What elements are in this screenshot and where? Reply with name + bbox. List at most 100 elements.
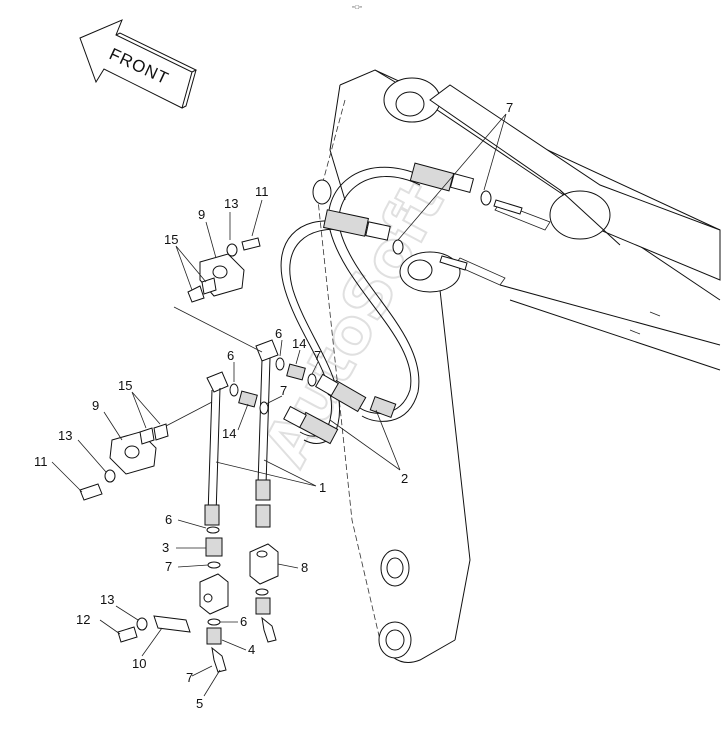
tube-right bbox=[257, 357, 271, 486]
callout-7: 7 bbox=[186, 670, 193, 685]
callout-7: 7 bbox=[165, 559, 172, 574]
hose-nut-3 bbox=[315, 373, 339, 397]
callout-9: 9 bbox=[92, 398, 99, 413]
clamp-half-upper-1 bbox=[187, 285, 205, 303]
callout-6: 6 bbox=[165, 512, 172, 527]
bolt-lower bbox=[79, 483, 103, 501]
cylinder-fitting bbox=[493, 199, 523, 215]
adapter-14b bbox=[238, 390, 258, 408]
leader-lines bbox=[51, 113, 507, 697]
block-left bbox=[199, 573, 229, 615]
leader-6c bbox=[177, 519, 207, 529]
leader-11b bbox=[51, 461, 83, 493]
boom-left-edge bbox=[329, 84, 346, 201]
pin-hole-upper bbox=[395, 91, 425, 117]
leader-2 bbox=[329, 409, 401, 471]
leader-8 bbox=[277, 563, 299, 569]
callout-13: 13 bbox=[224, 196, 238, 211]
callout-2: 2 bbox=[401, 471, 408, 486]
callout-labels: 7 11 13 9 15 6 14 7 6 7 15 9 14 13 11 1 … bbox=[34, 100, 513, 711]
o-ring-hose-1 bbox=[480, 190, 492, 206]
callout-14: 14 bbox=[222, 426, 236, 441]
front-arrow: FRONT bbox=[79, 19, 198, 109]
leader-5 bbox=[203, 669, 221, 697]
leader-13b bbox=[77, 439, 107, 473]
front-arrow-label: FRONT bbox=[106, 44, 172, 88]
hydraulic-hoses bbox=[280, 162, 523, 445]
boom-cylinder-body bbox=[429, 84, 721, 281]
pin-hole-mid bbox=[407, 259, 433, 281]
o-ring-6c bbox=[206, 526, 220, 534]
boom-front-edge bbox=[439, 289, 471, 641]
leader-7c bbox=[265, 395, 283, 405]
cylinder-head bbox=[549, 190, 611, 240]
boom-detail bbox=[629, 311, 661, 335]
pin-hole-lower bbox=[386, 557, 404, 579]
cylinder-line bbox=[559, 189, 621, 246]
leader-12 bbox=[99, 619, 121, 635]
callout-15: 15 bbox=[164, 232, 178, 247]
plate-10 bbox=[153, 615, 191, 633]
o-ring-6d bbox=[207, 618, 221, 626]
callout-4: 4 bbox=[248, 642, 255, 657]
leader-7e bbox=[191, 665, 213, 677]
bolt-upper bbox=[241, 237, 261, 251]
clamp-upper-hole bbox=[212, 265, 228, 279]
callout-11: 11 bbox=[34, 454, 48, 469]
pin-hole-foot bbox=[385, 629, 405, 651]
pin-boss-left bbox=[312, 179, 332, 205]
lower-clamp-assembly bbox=[79, 401, 213, 501]
o-ring-block-8 bbox=[255, 588, 269, 596]
tube-left-fitting bbox=[204, 504, 220, 526]
block-left-hole bbox=[203, 593, 213, 603]
leader-7d bbox=[177, 564, 209, 568]
callout-6: 6 bbox=[227, 348, 234, 363]
lower-components bbox=[117, 526, 279, 673]
adapter-14a bbox=[286, 363, 306, 381]
o-ring-7c bbox=[259, 401, 269, 415]
leader-1 bbox=[215, 459, 317, 487]
callout-1: 1 bbox=[319, 480, 326, 495]
callout-7: 7 bbox=[314, 348, 321, 363]
leader-15a bbox=[175, 245, 207, 291]
front-arrow-edge bbox=[115, 32, 198, 73]
leader-6a bbox=[279, 339, 283, 357]
tube-left bbox=[207, 387, 221, 516]
tube-elbow-right bbox=[255, 339, 279, 362]
callout-13: 13 bbox=[100, 592, 114, 607]
hose-nut-4 bbox=[283, 405, 307, 429]
callout-12: 12 bbox=[76, 612, 90, 627]
hose-nut-1 bbox=[449, 173, 475, 193]
leader-15b bbox=[131, 391, 161, 429]
o-ring-6a bbox=[275, 357, 285, 371]
front-arrow-shape bbox=[79, 19, 193, 109]
callout-9: 9 bbox=[198, 207, 205, 222]
leader-13c bbox=[115, 605, 139, 621]
o-ring-7b bbox=[307, 373, 317, 387]
callout-11: 11 bbox=[255, 184, 269, 199]
hose-outer-a bbox=[328, 166, 421, 414]
leader-14b bbox=[237, 403, 249, 431]
leader-9a bbox=[205, 221, 217, 259]
block-8 bbox=[249, 543, 279, 585]
tube-right-fitting bbox=[255, 479, 271, 501]
hose-outer-b bbox=[338, 176, 421, 422]
tube-elbow-left bbox=[206, 371, 229, 393]
callout-7: 7 bbox=[280, 383, 287, 398]
elbow-5 bbox=[211, 646, 227, 673]
o-ring-6b bbox=[229, 383, 239, 397]
adapter-4 bbox=[206, 627, 222, 645]
callout-3: 3 bbox=[162, 540, 169, 555]
leader-9b bbox=[103, 411, 123, 441]
leader-7b bbox=[311, 361, 319, 375]
callout-10: 10 bbox=[132, 656, 146, 671]
adapter-3 bbox=[205, 537, 223, 557]
boom-lower-edge bbox=[509, 299, 721, 371]
callout-5: 5 bbox=[196, 696, 203, 711]
washer-13c bbox=[136, 617, 148, 631]
callout-8: 8 bbox=[301, 560, 308, 575]
boom-hidden-edge bbox=[317, 99, 381, 641]
adapter-block-8 bbox=[255, 597, 271, 615]
clamp-lower-hole bbox=[124, 445, 140, 459]
